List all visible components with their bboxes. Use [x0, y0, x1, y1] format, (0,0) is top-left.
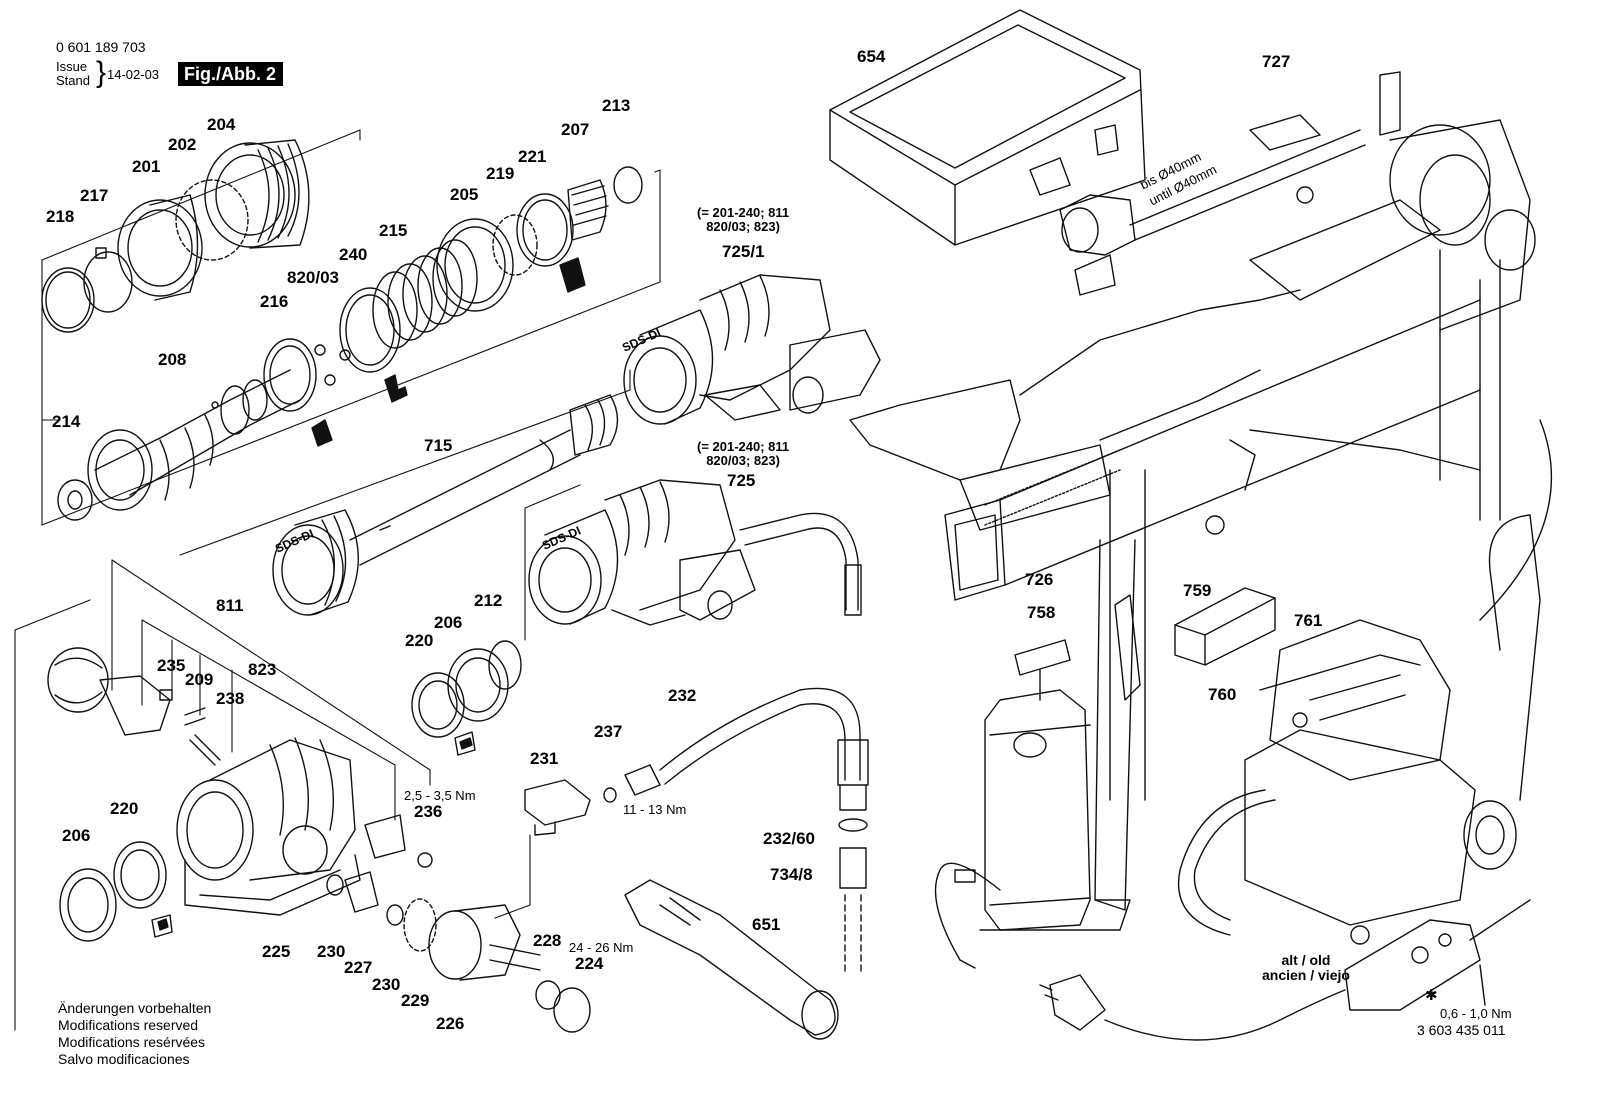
- part-label: 823: [248, 660, 277, 679]
- block-759: [1174, 587, 1276, 666]
- old-version-note: alt / old ancien / viejo: [1262, 952, 1350, 983]
- handle-651: [624, 879, 839, 1040]
- vacuum-760: [1177, 514, 1541, 945]
- assembly-note: (= 201-240; 811 820/03; 823): [697, 439, 790, 468]
- assembly-note: (= 201-240; 811 820/03; 823): [697, 205, 790, 234]
- part-label: 225: [262, 942, 291, 961]
- head-725: [528, 479, 862, 626]
- part-label: 204: [207, 115, 236, 134]
- part-label: 726: [1025, 570, 1054, 589]
- torque-value: 0,6 - 1,0 Nm: [1440, 1006, 1512, 1021]
- part-label: 220: [110, 799, 139, 818]
- part-label: 237: [594, 722, 623, 741]
- lower-rings: [59, 640, 522, 942]
- part-label: 759: [1183, 581, 1212, 600]
- part-label: 238: [216, 689, 245, 708]
- part-label: 220: [405, 631, 434, 650]
- front-rings: [41, 139, 310, 333]
- part-label: 235: [157, 656, 186, 675]
- note-line: Modifications reserved: [58, 1017, 199, 1033]
- stand-726: [849, 119, 1553, 911]
- part-label: 224: [575, 954, 604, 973]
- part-label: 227: [344, 958, 373, 977]
- cable-switch: [1039, 899, 1531, 1041]
- part-label: 206: [434, 613, 463, 632]
- torque-value: 24 - 26 Nm: [569, 940, 634, 955]
- switch-part-number: 3 603 435 011: [1417, 1022, 1506, 1038]
- issue-label: Issue: [56, 59, 88, 74]
- part-label: 208: [158, 350, 187, 369]
- housing-225: [176, 737, 433, 916]
- part-label: 228: [533, 931, 562, 950]
- part-label: 229: [401, 991, 430, 1010]
- knob-811: [47, 647, 221, 766]
- part-label: 725/1: [722, 242, 765, 261]
- clamp-727: [1059, 71, 1401, 296]
- case-654: [829, 9, 1146, 246]
- part-label: 761: [1294, 611, 1323, 630]
- part-label: 218: [46, 207, 75, 226]
- part-label: 725: [727, 471, 756, 490]
- issue-date: 14-02-03: [107, 67, 160, 82]
- part-label: 734/8: [770, 865, 813, 884]
- stand-label: Stand: [56, 73, 90, 88]
- modification-notes: Änderungen vorbehalten Modifications res…: [58, 1000, 211, 1068]
- torque-value: 11 - 13 Nm: [623, 802, 687, 817]
- note-line: Salvo modificaciones: [58, 1051, 190, 1067]
- shaft-group: [57, 338, 408, 521]
- part-label: 654: [857, 47, 886, 66]
- part-label: 212: [474, 591, 503, 610]
- part-label: 209: [185, 670, 214, 689]
- part-label: 230: [372, 975, 401, 994]
- section-frames: [14, 129, 661, 1031]
- part-label: 236: [414, 802, 443, 821]
- part-label: 217: [80, 186, 109, 205]
- part-label: 207: [561, 120, 590, 139]
- tank-758: [934, 639, 1131, 969]
- part-label: 219: [486, 164, 515, 183]
- markers: [157, 737, 473, 931]
- part-label: 231: [530, 749, 559, 768]
- brace-glyph: }: [96, 56, 107, 89]
- part-label: 230: [317, 942, 346, 961]
- part-label: 213: [602, 96, 631, 115]
- hose-group: [524, 687, 869, 976]
- part-label: 232/60: [763, 829, 815, 848]
- part-label: 820/03: [287, 268, 339, 287]
- part-label: 205: [450, 185, 479, 204]
- pump-group: [326, 871, 591, 1033]
- note-line: Änderungen vorbehalten: [58, 1000, 212, 1016]
- head-725-1: [623, 274, 881, 425]
- star-icon: ✱: [1425, 987, 1438, 1004]
- part-label: 651: [752, 915, 781, 934]
- part-label: 214: [52, 412, 81, 431]
- spring-group: [339, 166, 643, 373]
- part-label: 758: [1027, 603, 1056, 622]
- part-label: 221: [518, 147, 547, 166]
- note-line: Modifications resérvées: [58, 1034, 206, 1050]
- torque-value: 2,5 - 3,5 Nm: [404, 788, 476, 803]
- part-label: 232: [668, 686, 697, 705]
- part-label: 760: [1208, 685, 1237, 704]
- part-label: 226: [436, 1014, 465, 1033]
- part-label: 216: [260, 292, 289, 311]
- figure-label: Fig./Abb. 2: [178, 62, 283, 86]
- part-label: 215: [379, 221, 408, 240]
- drill-bit-715: [272, 394, 619, 616]
- part-label: 715: [424, 436, 453, 455]
- part-label: 206: [62, 826, 91, 845]
- part-label: 202: [168, 135, 197, 154]
- part-label: 727: [1262, 52, 1291, 71]
- part-label: 811: [216, 596, 244, 615]
- part-number: 0 601 189 703: [56, 39, 146, 55]
- part-label: 240: [339, 245, 368, 264]
- part-label: 201: [132, 157, 161, 176]
